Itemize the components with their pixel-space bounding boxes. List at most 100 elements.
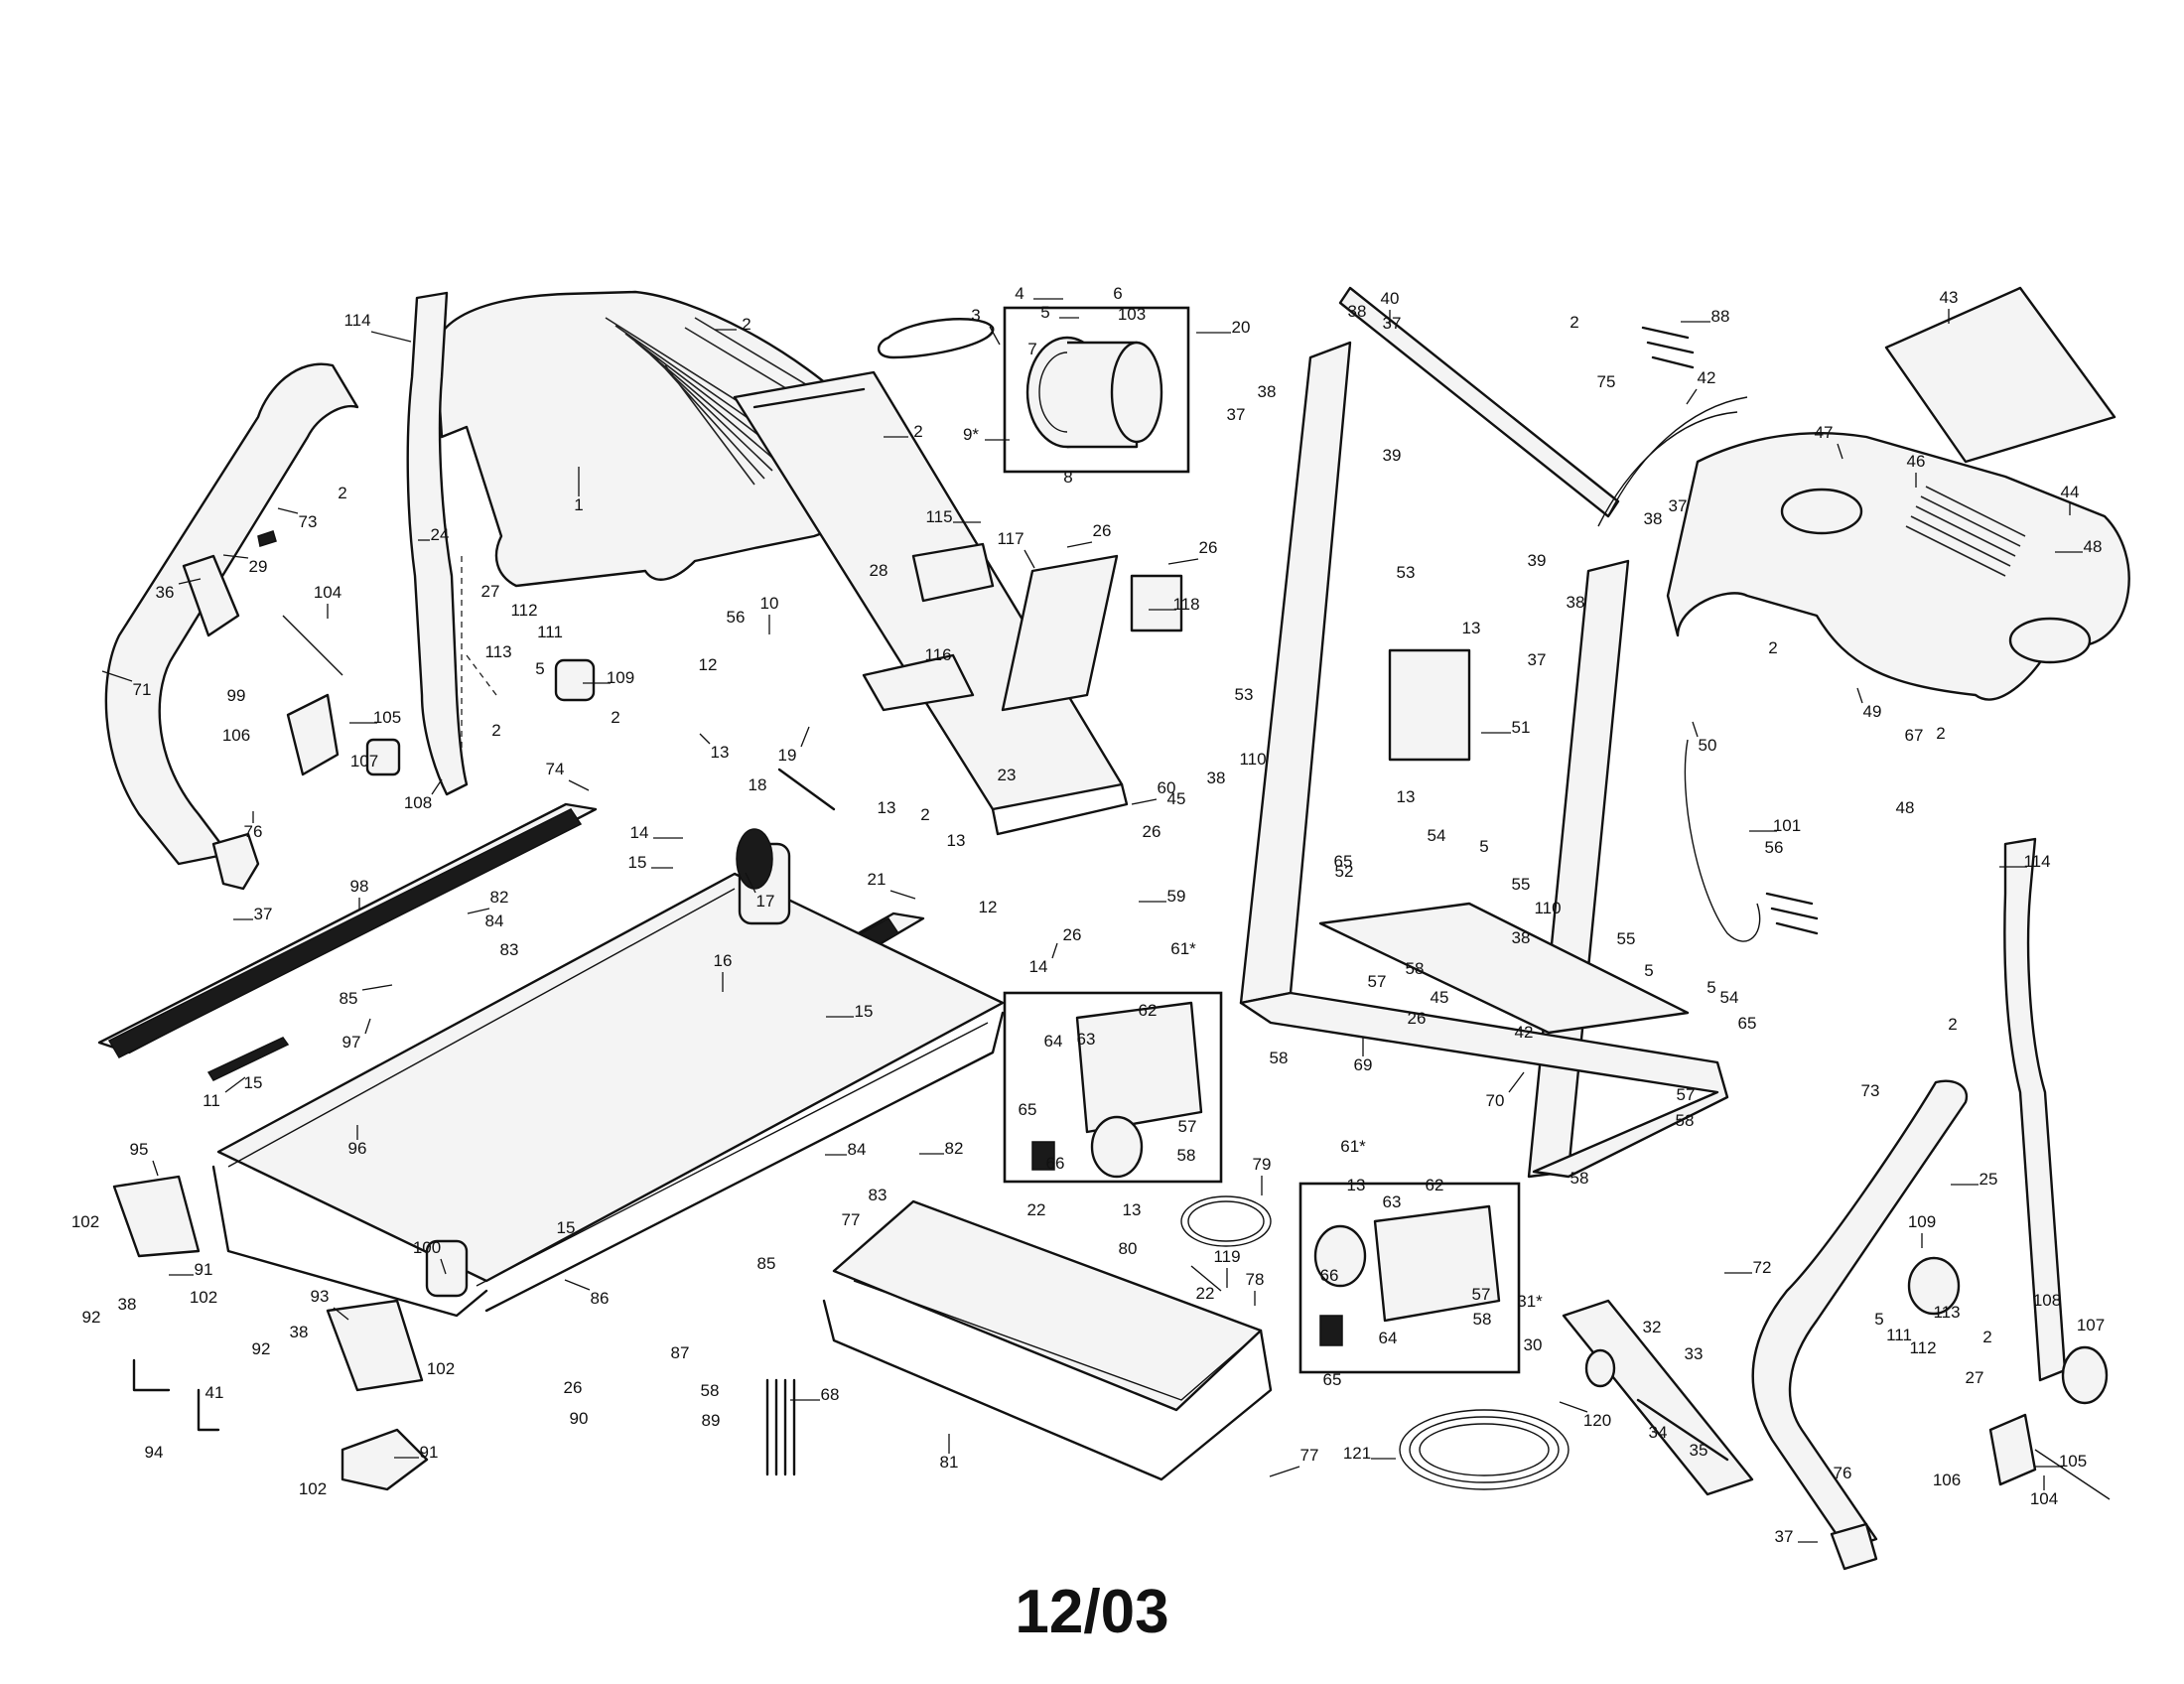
callout-leader <box>1131 798 1158 805</box>
part-callout-71: 71 <box>133 680 152 699</box>
part-callout-26: 26 <box>1143 822 1161 841</box>
part-callout-70: 70 <box>1486 1091 1505 1110</box>
part-callout-58: 58 <box>1406 959 1425 978</box>
part-callout-58: 58 <box>1177 1146 1196 1165</box>
part-callout-63: 63 <box>1077 1030 1096 1049</box>
part-callout-75: 75 <box>1597 372 1616 391</box>
part-callout-23: 23 <box>998 766 1017 784</box>
console-overlay <box>1884 286 2116 464</box>
callout-leader <box>699 733 711 745</box>
part-callout-86: 86 <box>591 1289 610 1308</box>
part-callout-26: 26 <box>564 1378 583 1397</box>
part-callout-37: 37 <box>1383 314 1402 333</box>
part-callout-73: 73 <box>1861 1081 1880 1100</box>
part-callout-101: 101 <box>1773 816 1801 835</box>
power-cord <box>1180 1195 1272 1292</box>
part-callout-87: 87 <box>671 1343 690 1362</box>
part-callout-59: 59 <box>1167 887 1186 906</box>
part-callout-22: 22 <box>1027 1200 1046 1219</box>
part-callout-107: 107 <box>350 752 378 771</box>
part-callout-13: 13 <box>711 743 730 762</box>
part-callout-22: 22 <box>1196 1284 1215 1303</box>
part-callout-80: 80 <box>1119 1239 1138 1258</box>
part-callout-60: 60 <box>1158 778 1176 797</box>
part-callout-112: 112 <box>1909 1338 1936 1357</box>
callout-leader <box>1686 388 1698 405</box>
part-callout-38: 38 <box>1512 928 1531 947</box>
part-callout-2: 2 <box>1570 313 1578 332</box>
part-callout-5: 5 <box>1479 837 1488 856</box>
main-upright-frame <box>1239 341 1729 1179</box>
part-callout-27: 27 <box>481 582 500 601</box>
callout-leader <box>1066 541 1093 548</box>
part-callout-26: 26 <box>1093 521 1112 540</box>
part-callout-6: 6 <box>1113 284 1122 303</box>
part-callout-37: 37 <box>1227 405 1246 424</box>
part-callout-116: 116 <box>924 645 951 664</box>
side-hoods <box>112 1175 429 1491</box>
part-callout-54: 54 <box>1720 988 1739 1007</box>
part-callout-40: 40 <box>1381 289 1400 308</box>
part-callout-38: 38 <box>118 1295 137 1314</box>
part-callout-37: 37 <box>1669 496 1688 515</box>
part-callout-104: 104 <box>2030 1489 2058 1508</box>
part-callout-2: 2 <box>1982 1328 1991 1346</box>
drive-belt <box>877 318 995 359</box>
part-callout-13: 13 <box>1462 619 1481 637</box>
callout-leader <box>277 507 299 514</box>
callout-leader <box>745 872 756 894</box>
electronics-cover <box>1001 554 1183 712</box>
part-callout-88: 88 <box>1711 307 1730 326</box>
part-callout-93: 93 <box>311 1287 330 1306</box>
part-callout-68: 68 <box>821 1385 840 1404</box>
callout-leader <box>361 984 393 991</box>
part-callout-89: 89 <box>702 1411 721 1430</box>
callout-leader <box>1269 1466 1300 1477</box>
part-callout-29: 29 <box>249 557 268 576</box>
left-upright <box>406 291 469 796</box>
callout-leader <box>989 326 1001 346</box>
part-callout-78: 78 <box>1246 1270 1265 1289</box>
part-callout-4: 4 <box>1015 284 1024 303</box>
part-callout-12: 12 <box>699 655 718 674</box>
part-callout-55: 55 <box>1512 875 1531 894</box>
part-callout-111: 111 <box>1886 1326 1912 1344</box>
part-callout-16: 16 <box>714 951 733 970</box>
part-callout-85: 85 <box>757 1254 776 1273</box>
part-callout-66: 66 <box>1046 1154 1065 1173</box>
part-callout-42: 42 <box>1698 368 1716 387</box>
part-callout-52: 52 <box>1335 862 1354 881</box>
drive-motor <box>1025 336 1163 449</box>
frame-detail-box-left <box>1003 991 1223 1184</box>
part-callout-58: 58 <box>1570 1169 1589 1188</box>
part-callout-51: 51 <box>1512 718 1531 737</box>
part-callout-5: 5 <box>1706 978 1715 997</box>
part-callout-13: 13 <box>1347 1176 1366 1194</box>
part-callout-106: 106 <box>1933 1471 1961 1489</box>
part-callout-102: 102 <box>190 1288 217 1307</box>
part-callout-113: 113 <box>484 642 511 661</box>
part-callout-98: 98 <box>350 877 369 896</box>
part-callout-96: 96 <box>348 1139 367 1158</box>
part-callout-2: 2 <box>913 422 922 441</box>
part-callout-121: 121 <box>1343 1444 1371 1463</box>
callout-leader <box>333 1307 349 1321</box>
part-callout-43: 43 <box>1940 288 1959 307</box>
part-callout-55: 55 <box>1617 929 1636 948</box>
part-callout-15: 15 <box>628 853 647 872</box>
part-callout-13: 13 <box>947 831 966 850</box>
part-callout-33: 33 <box>1685 1344 1704 1363</box>
part-callout-47: 47 <box>1815 423 1834 442</box>
part-callout-44: 44 <box>2061 483 2080 501</box>
frame-tube-right <box>1313 1204 1501 1346</box>
part-callout-82: 82 <box>945 1139 964 1158</box>
part-callout-36: 36 <box>156 583 175 602</box>
part-callout-114: 114 <box>2023 852 2050 871</box>
part-callout-76: 76 <box>1834 1464 1852 1482</box>
callout-leader <box>1692 721 1699 738</box>
part-callout-66: 66 <box>1320 1266 1339 1285</box>
part-callout-19: 19 <box>778 746 797 765</box>
part-callout-2: 2 <box>491 721 500 740</box>
part-callout-2: 2 <box>920 805 929 824</box>
